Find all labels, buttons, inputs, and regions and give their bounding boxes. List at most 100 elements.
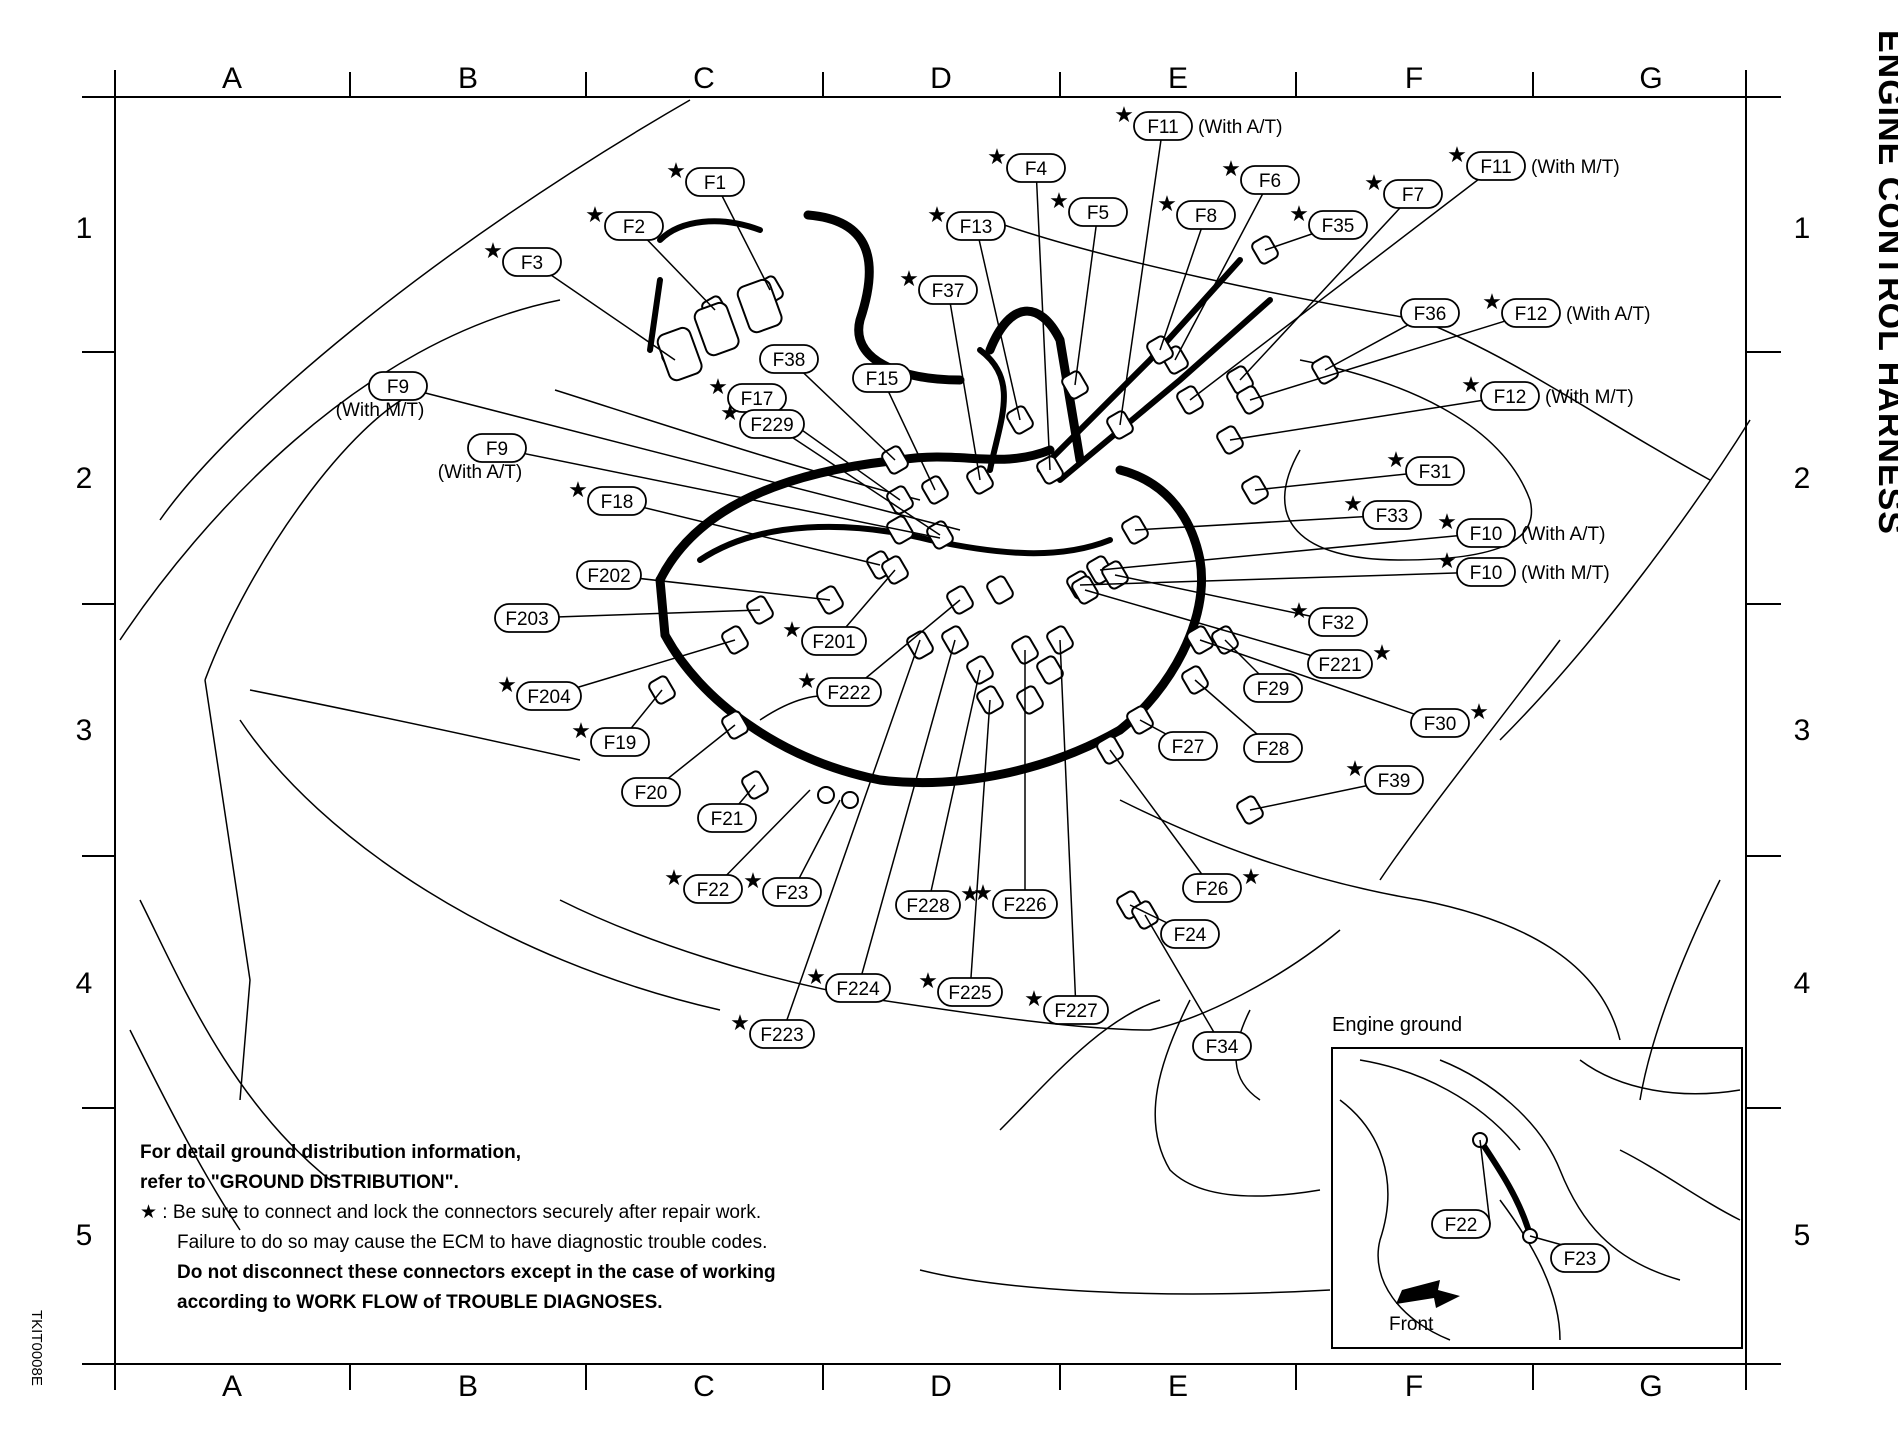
- star-marker: ★: [664, 865, 684, 890]
- column-label-top: B: [458, 62, 478, 95]
- row-label-left: 4: [76, 967, 93, 1000]
- star-marker: ★: [1289, 201, 1309, 226]
- connector-f36: F36: [1400, 298, 1460, 328]
- connector-f23: F23★: [743, 868, 822, 907]
- connector-f221: F221★: [1307, 640, 1392, 679]
- column-label-top: F: [1405, 62, 1423, 95]
- star-marker: ★: [483, 238, 503, 263]
- connector-label: F227: [1054, 1001, 1097, 1022]
- connector-f13: F13★: [927, 202, 1006, 241]
- star-note-line-3: Do not disconnect these connectors excep…: [177, 1262, 776, 1283]
- star-marker: ★: [1469, 699, 1489, 724]
- star-marker: ★: [987, 144, 1007, 169]
- connector-label: F3: [521, 253, 543, 274]
- inset-label: F23: [1564, 1249, 1597, 1270]
- column-label-bottom: A: [222, 1370, 242, 1403]
- connector-label: F2: [623, 217, 645, 238]
- connector-label: F18: [601, 492, 634, 513]
- connector-f202: F202: [576, 560, 642, 590]
- connector-label: F1: [704, 173, 726, 194]
- row-label-left: 2: [76, 462, 93, 495]
- star-marker: ★: [666, 158, 686, 183]
- column-label-bottom: F: [1405, 1370, 1423, 1403]
- connector-variant: (With A/T): [1198, 117, 1282, 138]
- connector-label: F19: [604, 733, 637, 754]
- connector-variant: (With M/T): [336, 400, 425, 421]
- connector-label: F39: [1378, 771, 1411, 792]
- connector-label: F226: [1003, 895, 1046, 916]
- connector-label: F28: [1257, 739, 1290, 760]
- star-marker: ★: [1437, 509, 1457, 534]
- connector-label: F17: [741, 389, 774, 410]
- connector-variant: (With A/T): [1566, 304, 1650, 325]
- star-marker: ★: [1447, 142, 1467, 167]
- connector-label: F201: [812, 632, 855, 653]
- column-label-bottom: B: [458, 1370, 478, 1403]
- row-label-right: 3: [1794, 714, 1811, 747]
- connector-label: F5: [1087, 203, 1109, 224]
- connector-f201: F201 ★: [782, 617, 867, 656]
- star-marker: ★: [1482, 289, 1502, 314]
- connector-f229: F229★: [720, 400, 805, 439]
- connector-f21: F21: [697, 803, 757, 833]
- connector-label: F12: [1515, 304, 1548, 325]
- connector-f28: F28: [1243, 733, 1303, 763]
- connector-variant: (With M/T): [1545, 387, 1634, 408]
- connector-f6: F6★: [1221, 156, 1300, 195]
- connector-label: F26: [1196, 879, 1229, 900]
- connector-label: F13: [960, 217, 993, 238]
- note-line-1: For detail ground distribution informati…: [140, 1142, 522, 1163]
- connector-label: F27: [1172, 737, 1205, 758]
- star-marker: ★: [568, 477, 588, 502]
- connector-label: F32: [1322, 613, 1355, 634]
- connector-label: F30: [1424, 714, 1457, 735]
- connector-f10at: F10★(With A/T): [1437, 509, 1605, 548]
- star-marker: ★: [585, 202, 605, 227]
- connector-f19: F19 ★: [571, 718, 650, 757]
- connector-f4: F4★: [987, 144, 1066, 183]
- image-code: TKIT0008E: [28, 1310, 45, 1386]
- star-marker: ★: [708, 374, 728, 399]
- connector-label: F31: [1419, 462, 1452, 483]
- connector-f15: F15: [852, 363, 912, 393]
- star-marker: ★: [571, 718, 591, 743]
- connector-label: F24: [1174, 925, 1207, 946]
- star-marker: ★: [1049, 188, 1069, 213]
- connector-label: F29: [1257, 679, 1290, 700]
- row-label-right: 2: [1794, 462, 1811, 495]
- row-label-left: 3: [76, 714, 93, 747]
- connector-label: F6: [1259, 171, 1281, 192]
- connector-f2: F2 ★: [585, 202, 664, 241]
- star-marker: ★: [1289, 598, 1309, 623]
- column-label-top: C: [693, 62, 715, 95]
- connector-label: F229: [750, 415, 793, 436]
- inset-connector-f23: F23: [1550, 1243, 1610, 1273]
- connector-labels: F1★F2★F3★F4★F5★F6★F7★F8★F9(With M/T)F9(W…: [336, 102, 1650, 1061]
- connector-label: F12: [1494, 387, 1527, 408]
- connector-label: F23: [776, 883, 809, 904]
- star-marker: ★: [1345, 756, 1365, 781]
- connector-f29: F29: [1243, 673, 1303, 703]
- star-marker: ★: [782, 617, 802, 642]
- inset-connector-f22: F22: [1431, 1209, 1491, 1239]
- connector-f24: F24: [1160, 919, 1220, 949]
- vehicle-body-outline: [119, 99, 1751, 1295]
- connector-f39: F39 ★: [1345, 756, 1424, 795]
- column-label-bottom: G: [1639, 1370, 1662, 1403]
- star-marker: ★: [1386, 447, 1406, 472]
- connector-f10mt: F10★(With M/T): [1437, 548, 1610, 587]
- star-note-line-4: according to WORK FLOW of TROUBLE DIAGNO…: [177, 1292, 663, 1313]
- star-marker: ★: [1024, 986, 1044, 1011]
- star-marker: ★: [918, 968, 938, 993]
- column-label-top: A: [222, 62, 242, 95]
- star-marker: ★: [497, 672, 517, 697]
- star-marker: ★: [797, 668, 817, 693]
- connector-f223: F223★: [730, 1010, 815, 1049]
- row-label-right: 4: [1794, 967, 1811, 1000]
- connector-variant: (With M/T): [1531, 157, 1620, 178]
- connector-label: F8: [1195, 206, 1217, 227]
- connector-f18: F18 ★: [568, 477, 647, 516]
